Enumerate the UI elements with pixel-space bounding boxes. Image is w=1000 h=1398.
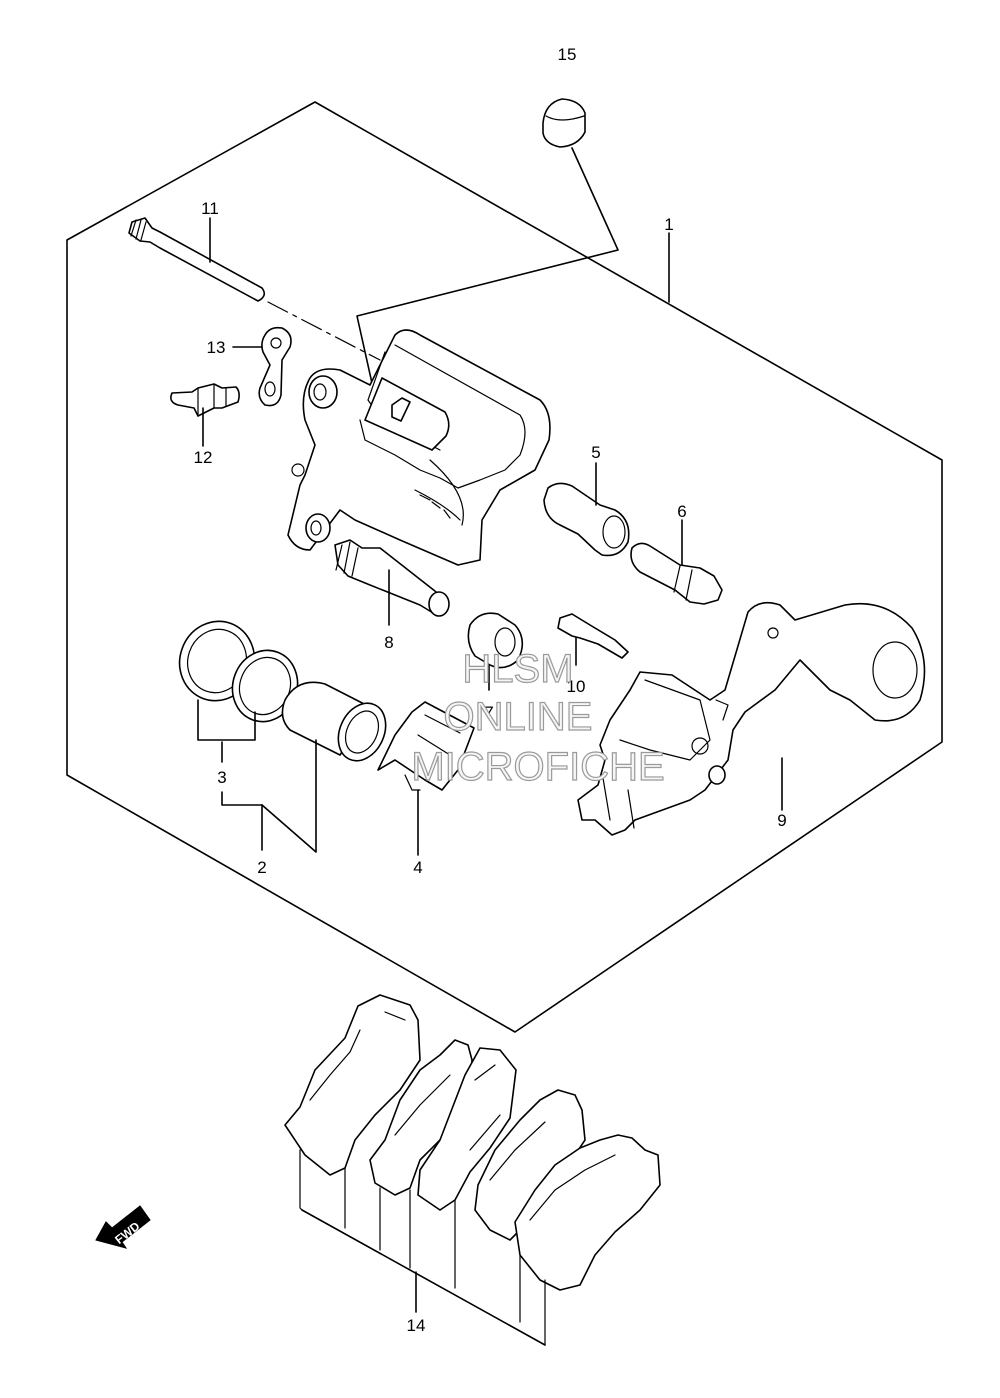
part-8-slide-pin xyxy=(334,539,450,626)
part-4-pad-spring xyxy=(377,701,475,856)
label-3: 3 xyxy=(217,768,226,787)
part-12-bleeder xyxy=(170,383,240,417)
part-13-bracket xyxy=(258,326,292,407)
part-7-sleeve-boot xyxy=(467,612,524,691)
label-13: 13 xyxy=(207,338,226,357)
part-10-clip xyxy=(557,613,629,666)
part-1-caliper-body xyxy=(287,232,670,566)
watermark-line-2: ONLINE xyxy=(444,695,593,739)
watermark-line-1: HLSM xyxy=(462,647,573,691)
callout-labels: 15 1 11 13 12 5 6 8 10 7 3 9 2 4 14 xyxy=(194,45,787,1335)
label-15: 15 xyxy=(558,45,577,64)
label-1: 1 xyxy=(664,215,673,234)
label-11: 11 xyxy=(201,199,219,218)
label-4: 4 xyxy=(413,858,422,877)
part-2-piston xyxy=(261,681,387,853)
label-6: 6 xyxy=(677,502,686,521)
label-12: 12 xyxy=(194,448,213,467)
label-5: 5 xyxy=(591,443,600,462)
assembly-outline xyxy=(66,101,943,1033)
label-9: 9 xyxy=(777,811,786,830)
watermark-line-3: MICROFICHE xyxy=(411,745,664,789)
part-15-cap xyxy=(356,98,619,411)
watermark: HLSM ONLINE MICROFICHE xyxy=(411,646,666,789)
part-3-seals xyxy=(178,620,299,806)
label-8: 8 xyxy=(384,633,393,652)
leader-lines xyxy=(202,217,263,447)
label-7: 7 xyxy=(484,703,493,722)
part-6-sleeve-bolt xyxy=(630,519,723,605)
label-2: 2 xyxy=(257,858,266,877)
fwd-arrow-icon: FWD xyxy=(95,1205,151,1249)
part-14-brake-pads xyxy=(284,994,661,1346)
label-10: 10 xyxy=(567,677,586,696)
label-14: 14 xyxy=(407,1316,426,1335)
part-5-boot xyxy=(543,462,630,557)
part-11-pin xyxy=(128,217,381,361)
part-9-caliper-bracket xyxy=(577,601,926,836)
